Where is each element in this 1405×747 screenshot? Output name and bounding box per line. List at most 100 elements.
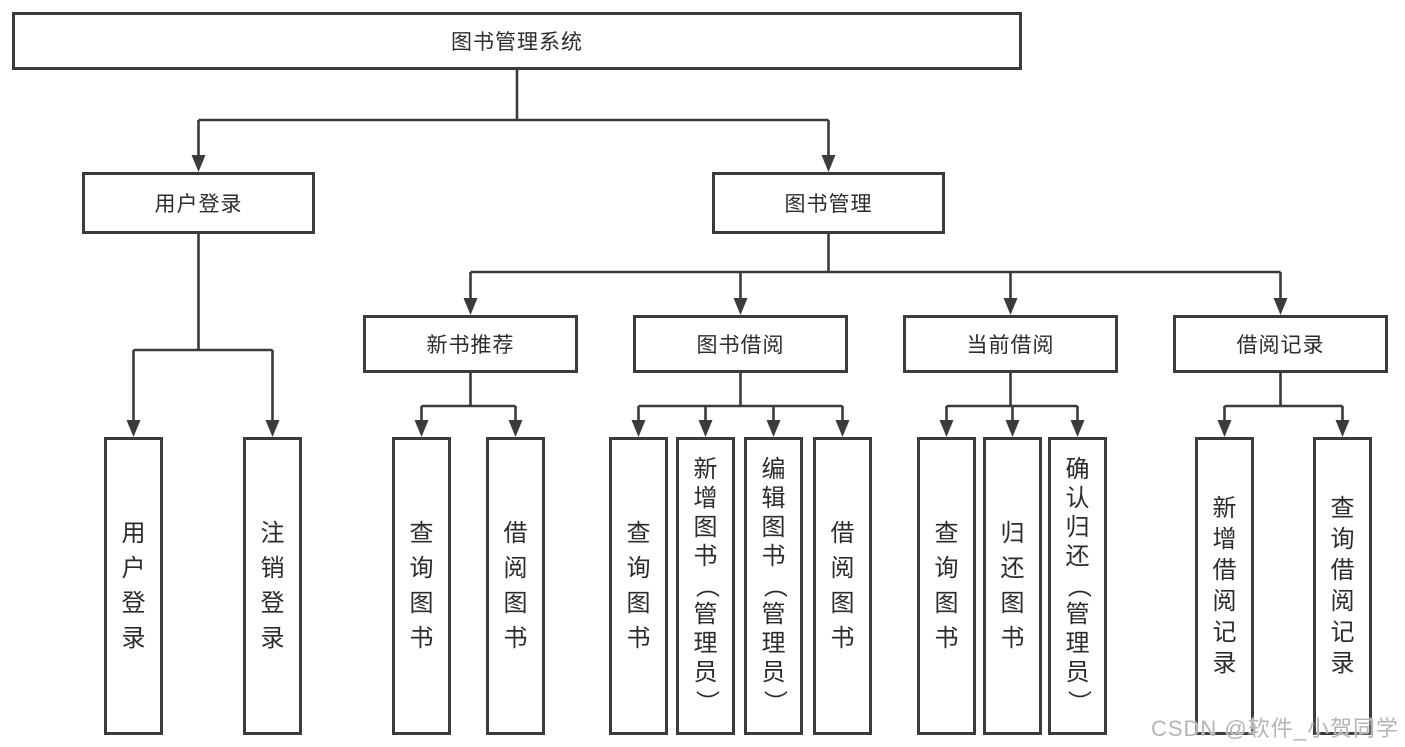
node-system-root: 图书管理系统 [12, 12, 1022, 70]
leaf-label-char: 登 [121, 589, 146, 617]
leaf-label-char: 查 [934, 519, 959, 547]
node-borrow-records: 借阅记录 [1173, 315, 1388, 373]
leaf-node: 借阅图书 [813, 437, 872, 735]
leaf-label-char: 管 [761, 601, 786, 628]
leaf-node: 注销登录 [243, 437, 302, 735]
node-current-borrow: 当前借阅 [903, 315, 1118, 373]
leaf-label-char: 图 [934, 589, 959, 617]
leaf-node: 用户登录 [104, 437, 163, 735]
leaf-node: 查询图书 [917, 437, 976, 735]
leaf-label-char: 录 [260, 624, 285, 652]
leaf-label-char: 新 [693, 456, 718, 483]
leaf-label-char: 图 [830, 589, 855, 617]
node-label: 图书管理 [784, 193, 873, 216]
leaf-node: 查询借阅记录 [1313, 437, 1372, 735]
leaf-label-char: 书 [503, 624, 528, 652]
leaf-label-char: 阅 [830, 554, 855, 582]
leaf-label-char: 确 [1065, 456, 1090, 483]
leaf-label-char: 书 [409, 624, 434, 652]
leaf-label-char: 归 [1065, 514, 1090, 541]
leaf-label-char: 理 [1065, 630, 1090, 657]
leaf-label-char: 借 [830, 519, 855, 547]
node-label: 图书借阅 [696, 334, 785, 357]
leaf-label-char: 销 [260, 554, 285, 582]
leaf-label-char: 图 [761, 514, 786, 541]
leaf-label-char: 询 [409, 554, 434, 582]
leaf-label-char: （ [760, 574, 788, 598]
leaf-label-char: 图 [1000, 589, 1025, 617]
leaf-label-char: 登 [260, 589, 285, 617]
leaf-label-char: 新 [1212, 494, 1237, 522]
leaf-label-char: 借 [1212, 556, 1237, 584]
node-book-borrow: 图书借阅 [633, 315, 848, 373]
leaf-node: 归还图书 [983, 437, 1042, 735]
node-label: 当前借阅 [966, 334, 1055, 357]
leaf-label-char: 录 [121, 624, 146, 652]
leaf-label-char: 书 [761, 543, 786, 570]
leaf-label-char: 询 [1330, 525, 1355, 553]
leaf-label-char: 用 [121, 519, 146, 547]
leaf-label-char: ） [692, 690, 720, 714]
watermark: CSDN @软件_小贺同学 [1150, 716, 1399, 741]
leaf-label-char: 图 [693, 514, 718, 541]
node-user-login: 用户登录 [82, 172, 315, 234]
leaf-label-char: 增 [693, 485, 718, 512]
leaf-label-char: 书 [1000, 624, 1025, 652]
leaf-label-char: 管 [1065, 601, 1090, 628]
leaf-label-char: 员 [761, 659, 786, 686]
leaf-label-char: （ [692, 574, 720, 598]
leaf-label-char: 员 [1065, 659, 1090, 686]
leaf-label-char: 图 [409, 589, 434, 617]
node-label: 借阅记录 [1236, 334, 1325, 357]
node-book-management: 图书管理 [712, 172, 945, 234]
leaf-label-char: 录 [1330, 649, 1355, 677]
leaf-label-char: 查 [626, 519, 651, 547]
leaf-label-char: 辑 [761, 485, 786, 512]
leaf-label-char: 借 [1330, 556, 1355, 584]
leaf-node: 新增借阅记录 [1195, 437, 1254, 735]
leaf-node: 编辑图书 （ 管理员 ） [744, 437, 803, 735]
leaf-label-char: 阅 [1330, 587, 1355, 615]
leaf-label-char: 理 [761, 630, 786, 657]
leaf-label-char: 图 [626, 589, 651, 617]
leaf-label-char: 归 [1000, 519, 1025, 547]
leaf-label-char: 书 [626, 624, 651, 652]
leaf-label-char: 查 [1330, 494, 1355, 522]
leaf-label-char: 书 [830, 624, 855, 652]
leaf-label-char: 记 [1212, 618, 1237, 646]
leaf-label-char: 书 [934, 624, 959, 652]
leaf-label-char: 阅 [1212, 587, 1237, 615]
leaf-label-char: 询 [626, 554, 651, 582]
leaf-label-char: 管 [693, 601, 718, 628]
leaf-label-char: 增 [1212, 525, 1237, 553]
leaf-label-char: 借 [503, 519, 528, 547]
node-label: 用户登录 [154, 193, 243, 216]
leaf-label-char: （ [1064, 574, 1092, 598]
leaf-label-char: 录 [1212, 649, 1237, 677]
leaf-label-char: 还 [1000, 554, 1025, 582]
leaf-label-char: 记 [1330, 618, 1355, 646]
leaf-label-char: 书 [693, 543, 718, 570]
leaf-label-char: 认 [1065, 485, 1090, 512]
leaf-label-char: 询 [934, 554, 959, 582]
leaf-label-char: 注 [260, 519, 285, 547]
leaf-label-char: 还 [1065, 543, 1090, 570]
leaf-label-char: 编 [761, 456, 786, 483]
leaf-label-char: ） [1064, 690, 1092, 714]
leaf-node: 查询图书 [392, 437, 451, 735]
leaf-node: 新增图书 （ 管理员 ） [676, 437, 735, 735]
leaf-label-char: 图 [503, 589, 528, 617]
node-label: 新书推荐 [426, 334, 515, 357]
leaf-node: 借阅图书 [486, 437, 545, 735]
leaf-node: 确认归还 （ 管理员 ） [1048, 437, 1107, 735]
leaf-label-char: 户 [121, 554, 146, 582]
leaf-label-char: 查 [409, 519, 434, 547]
leaf-label-char: 理 [693, 630, 718, 657]
node-new-book-recommend: 新书推荐 [363, 315, 578, 373]
leaf-label-char: 员 [693, 659, 718, 686]
leaf-node: 查询图书 [609, 437, 668, 735]
leaf-label-char: 阅 [503, 554, 528, 582]
leaf-label-char: ） [760, 690, 788, 714]
